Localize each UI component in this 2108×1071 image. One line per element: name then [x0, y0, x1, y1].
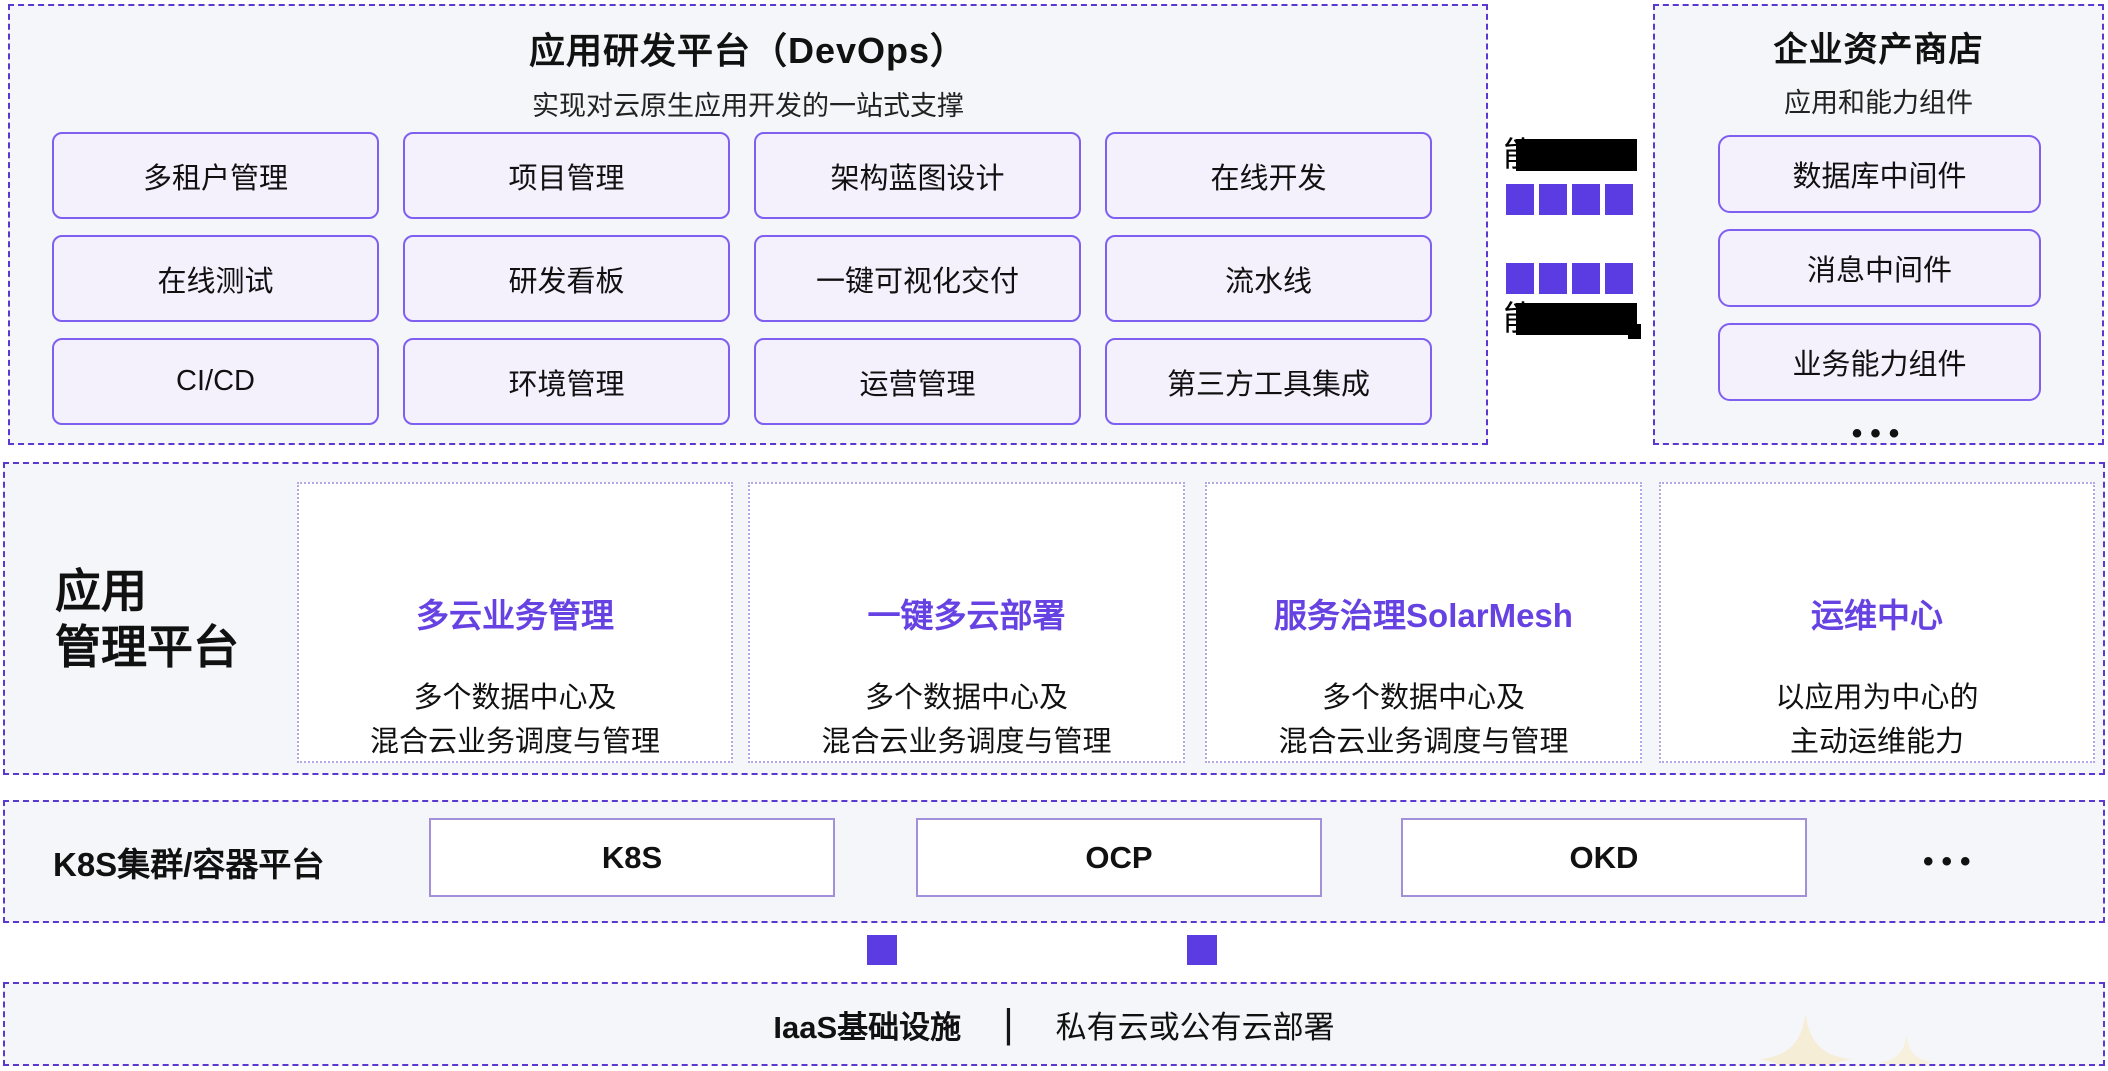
devops-feature-box: 项目管理 — [403, 132, 730, 219]
asset-store-item: 消息中间件 — [1718, 229, 2041, 307]
asset-store-subtitle: 应用和能力组件 — [1784, 88, 1973, 118]
connector-square — [1187, 935, 1217, 965]
redaction-bar — [1516, 303, 1637, 335]
purple-square — [1605, 263, 1633, 294]
devops-feature-box: 环境管理 — [403, 338, 730, 425]
capability-squares-top — [1506, 184, 1633, 215]
card-desc-line: 混合云业务调度与管理 — [1278, 725, 1569, 758]
purple-square — [1506, 184, 1534, 215]
purple-square — [1605, 184, 1633, 215]
connector-square — [867, 935, 897, 965]
container-platform-section: K8S集群/容器平台 K8S OCP OKD ••• — [3, 800, 2105, 923]
redaction-bar — [1516, 139, 1637, 171]
platform-box-k8s: K8S — [429, 818, 835, 897]
app-management-label: 应用 管理平台 — [55, 562, 239, 674]
iaas-description: 私有云或公有云部署 — [1055, 1009, 1335, 1045]
app-mgmt-card-multicloud-business: 多云业务管理 多个数据中心及 混合云业务调度与管理 — [297, 482, 733, 763]
purple-square — [1506, 263, 1534, 294]
card-title: 一键多云部署 — [867, 597, 1066, 634]
asset-store-panel: 企业资产商店 应用和能力组件 数据库中间件 消息中间件 业务能力组件 ••• — [1653, 4, 2104, 450]
devops-feature-box: 架构蓝图设计 — [754, 132, 1081, 219]
sparkle-icon — [1759, 1013, 1852, 1064]
card-desc-line: 以应用为中心的 — [1775, 682, 1979, 714]
card-desc-line: 混合云业务调度与管理 — [369, 725, 660, 758]
devops-panel: 应用研发平台（DevOps） 实现对云原生应用开发的一站式支撑 多租户管理 项目… — [8, 4, 1488, 445]
app-management-label-line2: 管理平台 — [55, 620, 239, 673]
card-description: 多个数据中心及 混合云业务调度与管理 — [299, 677, 731, 764]
card-title: 运维中心 — [1811, 597, 1943, 634]
container-platform-label: K8S集群/容器平台 — [53, 845, 325, 883]
card-desc-line: 多个数据中心及 — [413, 682, 617, 714]
devops-feature-grid: 多租户管理 项目管理 架构蓝图设计 在线开发 在线测试 研发看板 一键可视化交付… — [52, 132, 1432, 425]
card-title: 服务治理SolarMesh — [1274, 597, 1573, 634]
devops-title: 应用研发平台（DevOps） — [528, 30, 968, 71]
card-title: 多云业务管理 — [416, 597, 614, 634]
platform-box-okd: OKD — [1401, 818, 1807, 897]
app-management-section: 应用 管理平台 多云业务管理 多个数据中心及 混合云业务调度与管理 一键多云部署… — [3, 462, 2105, 775]
devops-subtitle: 实现对云原生应用开发的一站式支撑 — [532, 91, 964, 121]
asset-store-item: 数据库中间件 — [1718, 135, 2041, 213]
asset-store-list: 数据库中间件 消息中间件 业务能力组件 ••• — [1718, 135, 2041, 451]
card-description: 以应用为中心的 主动运维能力 — [1661, 677, 2093, 764]
asset-store-title: 企业资产商店 — [1773, 31, 1984, 69]
platform-box-ocp: OCP — [916, 818, 1322, 897]
iaas-separator: | — [1003, 1001, 1014, 1046]
ellipsis-more: ••• — [1851, 417, 1908, 450]
app-management-label-line1: 应用 — [55, 564, 147, 617]
redacted-label-top: 能 — [1503, 136, 1637, 174]
purple-square — [1572, 263, 1600, 294]
devops-feature-box: 在线测试 — [52, 235, 379, 322]
devops-feature-box: 一键可视化交付 — [754, 235, 1081, 322]
card-description: 多个数据中心及 混合云业务调度与管理 — [1207, 677, 1640, 764]
purple-square — [1572, 184, 1600, 215]
card-desc-line: 主动运维能力 — [1789, 725, 1964, 758]
devops-feature-box: 运营管理 — [754, 338, 1081, 425]
devops-feature-box: 研发看板 — [403, 235, 730, 322]
card-desc-line: 多个数据中心及 — [864, 682, 1068, 714]
asset-store-item: 业务能力组件 — [1718, 323, 2041, 401]
sparkle-icon — [1879, 1035, 1934, 1064]
redaction-bar-tail — [1628, 324, 1641, 339]
devops-feature-box: 多租户管理 — [52, 132, 379, 219]
iaas-section: IaaS基础设施 | 私有云或公有云部署 — [3, 982, 2105, 1066]
card-description: 多个数据中心及 混合云业务调度与管理 — [750, 677, 1183, 764]
devops-feature-box: 流水线 — [1105, 235, 1432, 322]
card-desc-line: 多个数据中心及 — [1321, 682, 1525, 714]
devops-feature-box: 在线开发 — [1105, 132, 1432, 219]
app-mgmt-card-ops-center: 运维中心 以应用为中心的 主动运维能力 — [1659, 482, 2095, 763]
purple-square — [1539, 263, 1567, 294]
card-desc-line: 混合云业务调度与管理 — [821, 725, 1112, 758]
devops-feature-box: CI/CD — [52, 338, 379, 425]
purple-square — [1539, 184, 1567, 215]
app-mgmt-card-oneclick-deploy: 一键多云部署 多个数据中心及 混合云业务调度与管理 — [748, 482, 1185, 763]
redacted-label-bottom: 能 — [1503, 300, 1641, 339]
iaas-label: IaaS基础设施 — [773, 1009, 962, 1045]
ellipsis-more: ••• — [1923, 844, 1979, 878]
devops-feature-box: 第三方工具集成 — [1105, 338, 1432, 425]
app-mgmt-card-service-governance: 服务治理SolarMesh 多个数据中心及 混合云业务调度与管理 — [1205, 482, 1642, 763]
capability-squares-bottom — [1506, 263, 1633, 294]
